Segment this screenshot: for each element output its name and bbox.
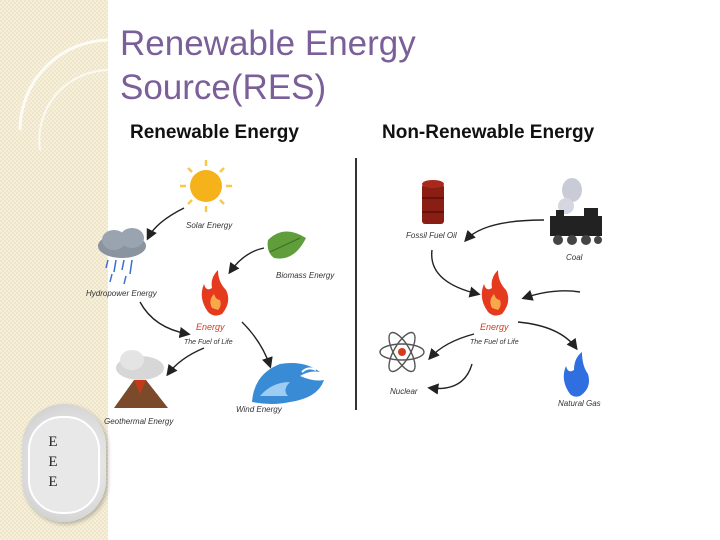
energy-comparison-figure: Renewable Energy Non-Renewable Energy So… <box>84 112 604 432</box>
sun-icon <box>180 160 232 212</box>
solar-label: Solar Energy <box>186 221 233 230</box>
biomass-label: Biomass Energy <box>276 271 335 280</box>
atom-icon <box>379 331 425 373</box>
geothermal-label: Geothermal Energy <box>104 417 174 426</box>
rain-cloud-icon <box>98 228 146 285</box>
wind-label: Wind Energy <box>236 405 283 414</box>
badge-letter-2: E <box>48 454 58 470</box>
badge-letters: E E E <box>22 432 84 492</box>
badge-letter-1: E <box>48 434 58 450</box>
steam-train-icon <box>550 178 602 245</box>
title-line-2: Source(RES) <box>120 68 327 107</box>
energy-diagram: Renewable Energy Non-Renewable Energy So… <box>86 122 602 426</box>
slide-title: Renewable Energy Source(RES) <box>120 22 680 110</box>
right-center-label: Energy <box>480 322 509 332</box>
left-center-sub: The Fuel of Life <box>184 339 233 346</box>
eee-badge: E E E <box>22 404 106 522</box>
oil-barrel-icon <box>422 180 444 224</box>
coal-label: Coal <box>566 253 583 262</box>
title-line-1: Renewable Energy <box>120 24 416 63</box>
left-decorative-strip <box>0 0 108 540</box>
right-center-sub: The Fuel of Life <box>470 339 519 346</box>
renewable-heading: Renewable Energy <box>130 122 299 143</box>
wind-wave-icon <box>252 363 324 404</box>
right-cycle-arrows <box>427 219 581 395</box>
nuclear-label: Nuclear <box>390 387 418 396</box>
volcano-icon <box>114 350 168 408</box>
decorative-arcs <box>18 38 109 151</box>
flame-icon-right <box>481 270 509 316</box>
left-cycle-arrows <box>139 207 273 377</box>
flame-icon-left <box>201 270 229 316</box>
badge-letter-3: E <box>48 474 58 490</box>
natural-gas-label: Natural Gas <box>558 399 601 408</box>
hydropower-label: Hydropower Energy <box>86 289 158 298</box>
fossil-oil-label: Fossil Fuel Oil <box>406 231 457 240</box>
non-renewable-heading: Non-Renewable Energy <box>382 122 595 143</box>
gas-flame-icon <box>563 352 589 397</box>
left-center-label: Energy <box>196 322 225 332</box>
leaf-icon <box>267 231 306 259</box>
badge-inner <box>28 416 100 514</box>
